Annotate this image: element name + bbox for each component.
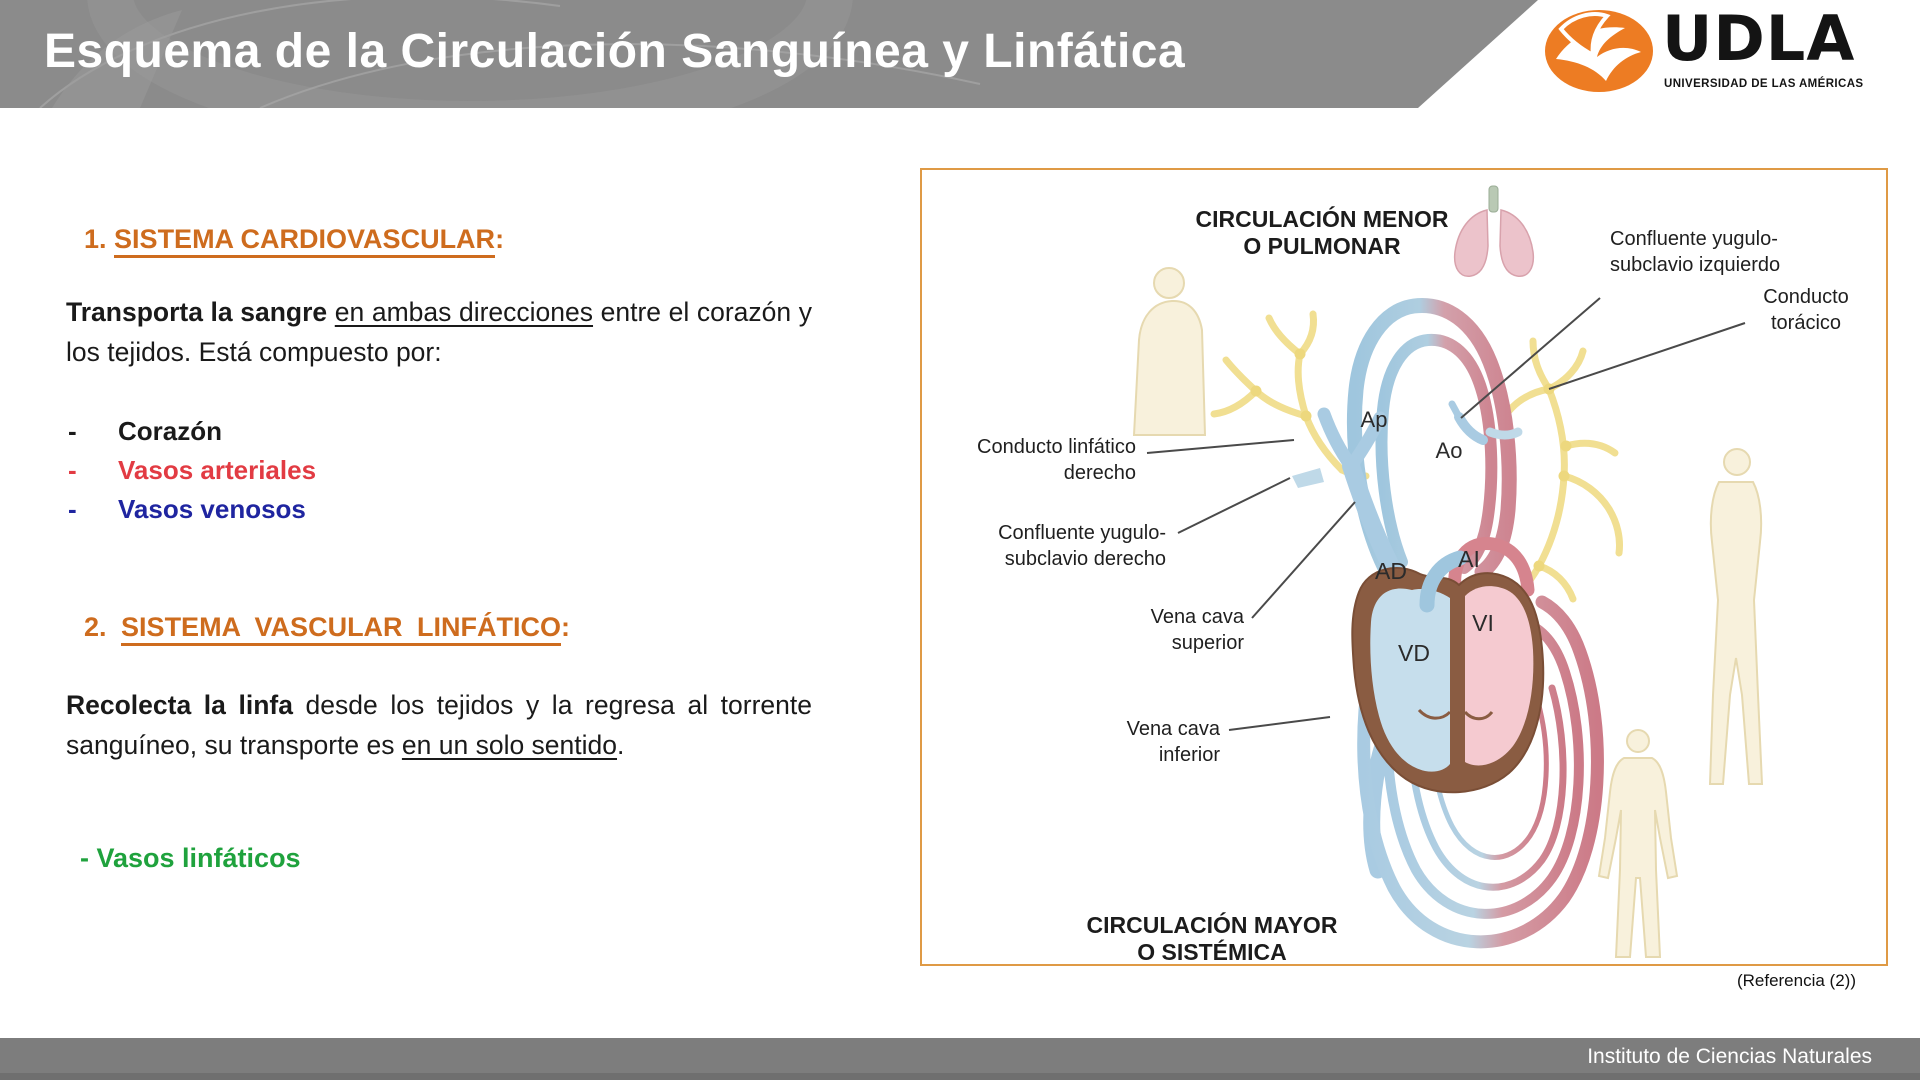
section2-paragraph-mid: desde los tejidos y la regresa al torren…	[66, 690, 812, 760]
section2-number: 2.	[84, 612, 107, 642]
lymph-nodes	[1250, 348, 1572, 572]
udla-logo-text: UDLA	[1662, 2, 1856, 75]
page-title: Esquema de la Circulación Sanguínea y Li…	[44, 25, 1186, 78]
section2-paragraph: Recolecta la linfa desde los tejidos y l…	[66, 685, 812, 765]
component-list: - Corazón - Vasos arteriales - Vasos ven…	[68, 412, 316, 529]
section1-heading: 1. SISTEMA CARDIOVASCULAR:	[84, 224, 505, 258]
body-silhouettes	[1132, 267, 1764, 958]
annotation-pointer-lines	[1146, 297, 1746, 731]
list-item-label: Corazón	[118, 416, 222, 446]
udla-logo-subtitle: UNIVERSIDAD DE LAS AMÉRICAS	[1664, 78, 1864, 90]
footer-bar: Instituto de Ciencias Naturales	[0, 1038, 1920, 1080]
label-vena-cava-superior: Vena cava superior	[1150, 606, 1244, 654]
udla-logo-icon	[1545, 10, 1653, 92]
label-ai: AI	[1458, 546, 1480, 572]
lymphatic-vessels	[1210, 310, 1623, 607]
label-ad: AD	[1375, 558, 1407, 584]
label-vena-cava-inferior: Vena cava inferior	[1126, 718, 1220, 766]
section2-paragraph-end: .	[617, 730, 625, 760]
footer-text: Instituto de Ciencias Naturales	[1587, 1045, 1872, 1068]
pulmonary-circulation-loop	[1347, 298, 1517, 580]
section1-paragraph-underlined: en ambas direcciones	[334, 297, 594, 327]
section2-paragraph-bold: Recolecta la linfa	[66, 690, 293, 720]
header-bar: Esquema de la Circulación Sanguínea y Li…	[0, 0, 1538, 108]
section1-title: SISTEMA CARDIOVASCULAR	[114, 224, 496, 258]
list-dash: -	[68, 494, 77, 524]
footer-bottom-strip	[0, 1073, 1920, 1080]
section1-colon: :	[495, 224, 505, 254]
confluente-derecho-stub	[1292, 468, 1324, 488]
section1-paragraph-bold: Transporta la sangre	[66, 297, 328, 327]
label-vd: VD	[1398, 640, 1430, 666]
circulation-diagram: CIRCULACIÓN MENOR O PULMONAR CIRCULACIÓN…	[920, 168, 1888, 966]
list-dash: -	[68, 455, 77, 485]
section1-paragraph-rest: entre el corazón y los tejidos. Está com…	[66, 297, 812, 367]
label-confluente-yugulo-subclavio-izquierdo: Confluente yugulo- subclavio izquierdo	[1610, 228, 1781, 276]
label-confluente-yugulo-subclavio-derecho: Confluente yugulo- subclavio derecho	[998, 522, 1166, 570]
section2-title: SISTEMA VASCULAR LINFÁTICO	[121, 612, 562, 646]
list-item-vasos-arteriales: - Vasos arteriales	[68, 451, 316, 490]
label-vi: VI	[1472, 610, 1494, 636]
circulation-diagram-figure	[1132, 185, 1764, 958]
list-item-vasos-linfaticos: - Vasos linfáticos	[80, 843, 301, 873]
list-item-label: Vasos arteriales	[118, 455, 317, 485]
lungs-icon	[1453, 185, 1535, 277]
section2-heading: 2. SISTEMA VASCULAR LINFÁTICO:	[84, 612, 571, 646]
diagram-title-systemic: CIRCULACIÓN MAYOR O SISTÉMICA	[1086, 912, 1338, 965]
diagram-title-pulmonary: CIRCULACIÓN MENOR O PULMONAR	[1195, 206, 1449, 259]
label-ao: Ao	[1435, 438, 1463, 463]
section1-paragraph: Transporta la sangre en ambas direccione…	[66, 292, 812, 372]
header-swirl-decoration	[39, 0, 981, 108]
label-ap: Ap	[1360, 407, 1388, 432]
reference-note: (Referencia (2))	[1736, 971, 1856, 990]
list-item-corazon: - Corazón	[68, 412, 316, 451]
list-dash: -	[68, 416, 77, 446]
aorta-arch	[1448, 537, 1535, 597]
list-item-vasos-venosos: - Vasos venosos	[68, 490, 316, 529]
section2-paragraph-underlined: en un solo sentido	[401, 730, 618, 760]
udla-logo: UDLA UNIVERSIDAD DE LAS AMÉRICAS	[1543, 2, 1863, 100]
label-conducto-toracico: Conducto torácico	[1763, 286, 1849, 334]
heart	[1351, 550, 1545, 794]
vena-cava-superior-vessel	[1317, 400, 1523, 581]
section1-number: 1.	[84, 224, 107, 254]
section2-colon: :	[561, 612, 571, 642]
label-conducto-linfatico-derecho: Conducto linfático derecho	[977, 436, 1136, 484]
list-item-label: Vasos venosos	[118, 494, 306, 524]
